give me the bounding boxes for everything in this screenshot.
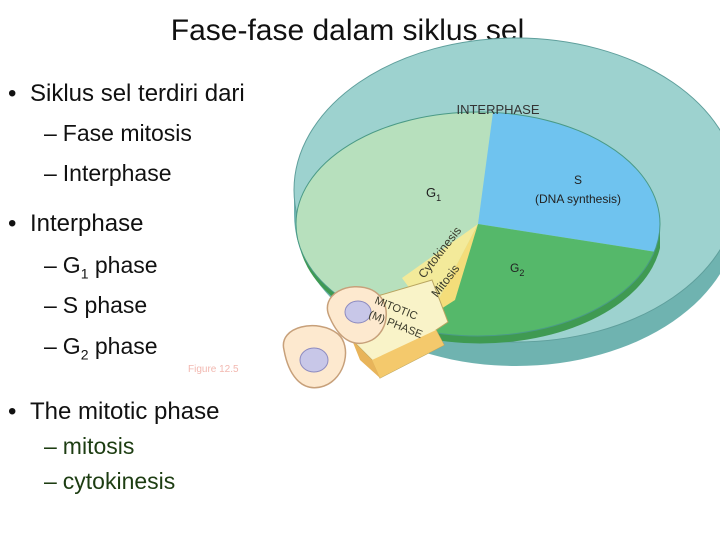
g1-label: G1 xyxy=(426,185,441,203)
mitotic-phase-block-edge xyxy=(352,340,380,378)
subitem-main: S phase xyxy=(62,292,148,318)
nucleus-upper xyxy=(344,300,372,324)
bullet-dot: • xyxy=(8,398,17,425)
dividing-cells xyxy=(282,286,387,389)
bullet-text: The mitotic phase xyxy=(30,398,220,425)
bullet-dot: • xyxy=(8,210,17,237)
subitem-g2-phase: –G2 phase xyxy=(44,333,158,363)
subitem-s-phase: –S phase xyxy=(44,292,148,318)
subitem-rest: phase xyxy=(88,252,158,278)
mitotic-phase-block-side xyxy=(372,330,444,378)
subitem-text: cytokinesis xyxy=(62,468,176,494)
s-sublabel: (DNA synthesis) xyxy=(535,192,621,206)
subitem-text: mitosis xyxy=(62,433,135,459)
bullet-dot: • xyxy=(8,80,17,107)
subitem-text: Interphase xyxy=(62,160,172,186)
bullet-interphase: • Interphase xyxy=(8,210,143,238)
subitem-subscript: 2 xyxy=(80,346,89,363)
subitem-mitosis: –mitosis xyxy=(44,433,135,459)
subitem-cytokinesis: –cytokinesis xyxy=(44,468,176,494)
bullet-text: Interphase xyxy=(30,210,144,237)
s-label: S xyxy=(574,173,582,187)
figure-label: Figure 12.5 xyxy=(188,364,239,375)
g2-label: G2 xyxy=(510,261,524,278)
bullet-cell-cycle: • Siklus sel terdiri dari xyxy=(8,80,245,108)
bullet-text: Siklus sel terdiri dari xyxy=(30,80,245,107)
pie-outline xyxy=(295,111,661,337)
subitem-text: Fase mitosis xyxy=(62,120,192,146)
interphase-label: INTERPHASE xyxy=(456,102,539,117)
subitem-main: G xyxy=(62,252,81,278)
subitem-g1-phase: –G1 phase xyxy=(44,252,158,282)
subitem-main: G xyxy=(62,333,81,359)
subitem-rest: phase xyxy=(88,333,158,359)
mitosis-sector xyxy=(430,224,478,316)
nucleus-lower xyxy=(299,347,329,373)
subitem-subscript: 1 xyxy=(80,265,89,282)
bullet-mitotic-phase: • The mitotic phase xyxy=(8,398,219,426)
subitem-fase-mitosis: –Fase mitosis xyxy=(44,120,192,146)
subitem-interphase: –Interphase xyxy=(44,160,172,186)
